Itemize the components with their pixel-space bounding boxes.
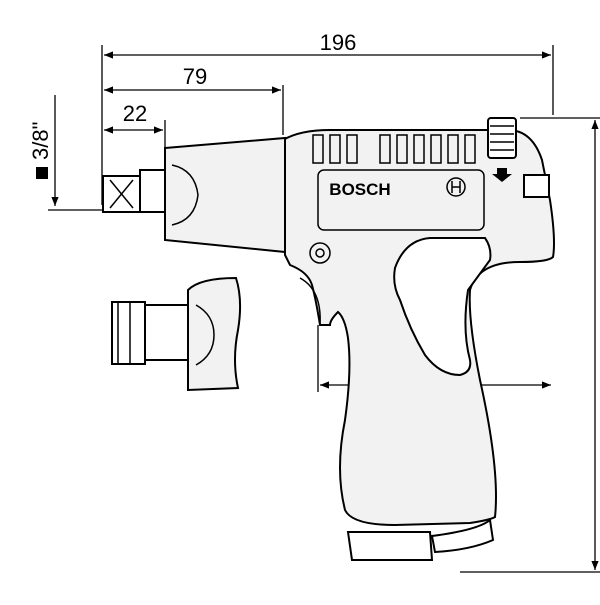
base-plate [346,531,434,561]
dimension-22-label: 22 [123,101,147,126]
direction-arrow-icon [492,168,512,182]
dimension-spindle-length: 22 [104,101,166,148]
square-drive-label: 3/8" [28,122,53,160]
dimension-196-label: 196 [320,30,357,55]
dimension-square-drive: 3/8" [28,95,110,211]
tool-head [102,136,286,254]
tool-body: BOSCH [281,117,555,561]
alternate-head-detail [111,276,242,392]
dimension-79-label: 79 [183,64,207,89]
dimension-length-to-body: 79 [104,64,284,135]
direction-switch [487,117,517,159]
brand-name: BOSCH [329,180,390,199]
dimension-overall-height [460,117,600,573]
bosch-logo-icon [446,177,466,197]
vent-slots [312,134,476,164]
square-drive-symbol [36,167,48,179]
